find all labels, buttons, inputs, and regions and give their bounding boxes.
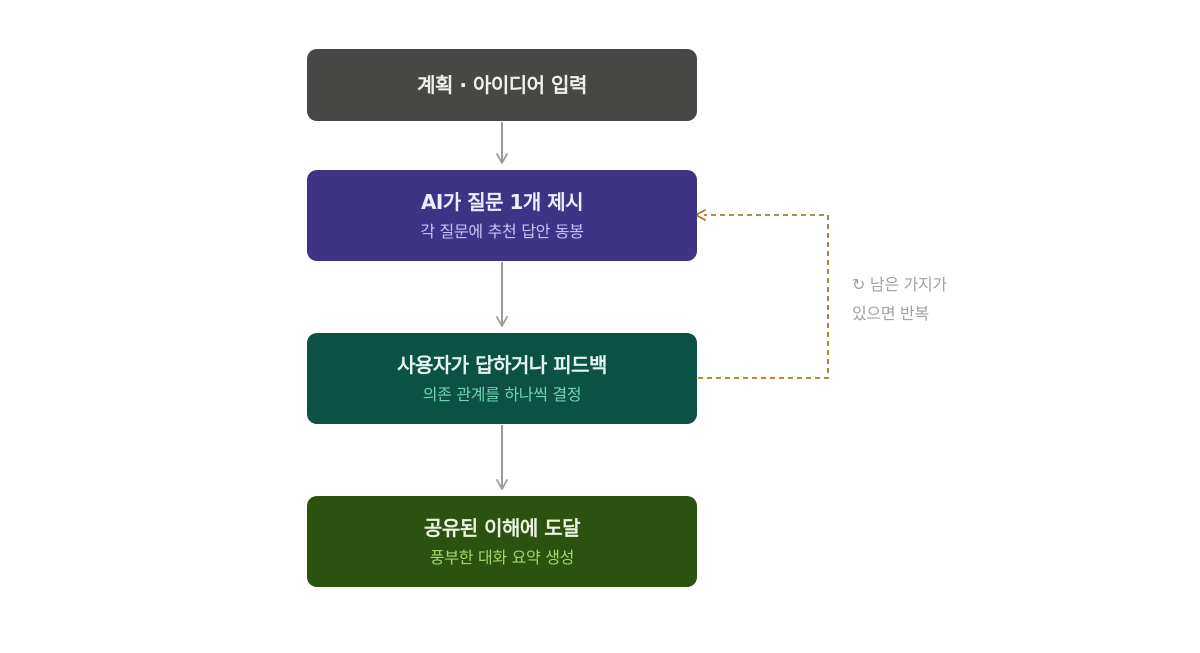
step-title: AI가 질문 1개 제시 [420,189,584,214]
step-input-plan: 계획 · 아이디어 입력 [307,49,697,121]
step-title: 공유된 이해에 도달 [423,515,581,540]
step-ai-question: AI가 질문 1개 제시 각 질문에 추천 답안 동봉 [307,170,697,261]
loop-note: ↻ 남은 가지가 있으면 반복 [852,270,1012,328]
step-shared-understanding: 공유된 이해에 도달 풍부한 대화 요약 생성 [307,496,697,587]
step-title: 계획 · 아이디어 입력 [417,73,587,97]
refresh-icon: ↻ [852,275,866,294]
loop-note-line2: 있으면 반복 [852,304,929,323]
loop-note-line1: ↻ 남은 가지가 [852,275,947,294]
step-subtitle: 의존 관계를 하나씩 결정 [422,384,582,404]
loop-back-arrow [695,209,829,379]
step-user-answer: 사용자가 답하거나 피드백 의존 관계를 하나씩 결정 [307,333,697,424]
step-subtitle: 풍부한 대화 요약 생성 [429,547,575,567]
step-title: 사용자가 답하거나 피드백 [397,352,607,377]
step-subtitle: 각 질문에 추천 답안 동봉 [420,221,584,241]
